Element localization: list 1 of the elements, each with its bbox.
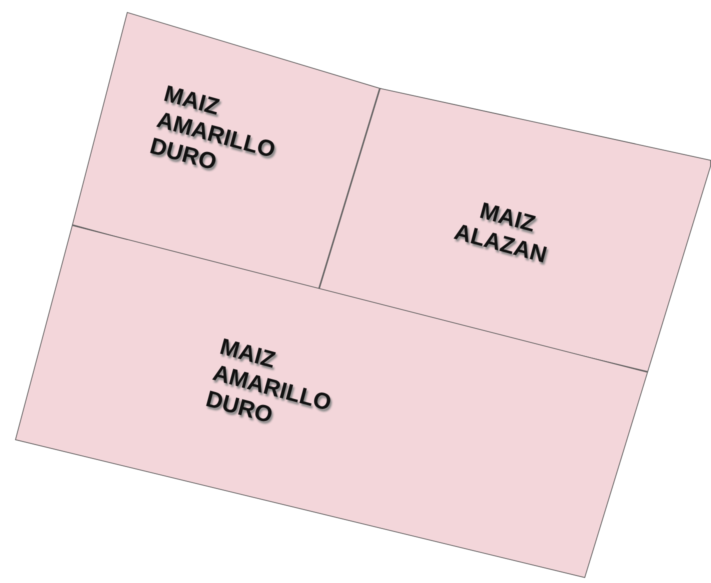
plot-label: MAIZ ALAZAN [450,196,551,270]
